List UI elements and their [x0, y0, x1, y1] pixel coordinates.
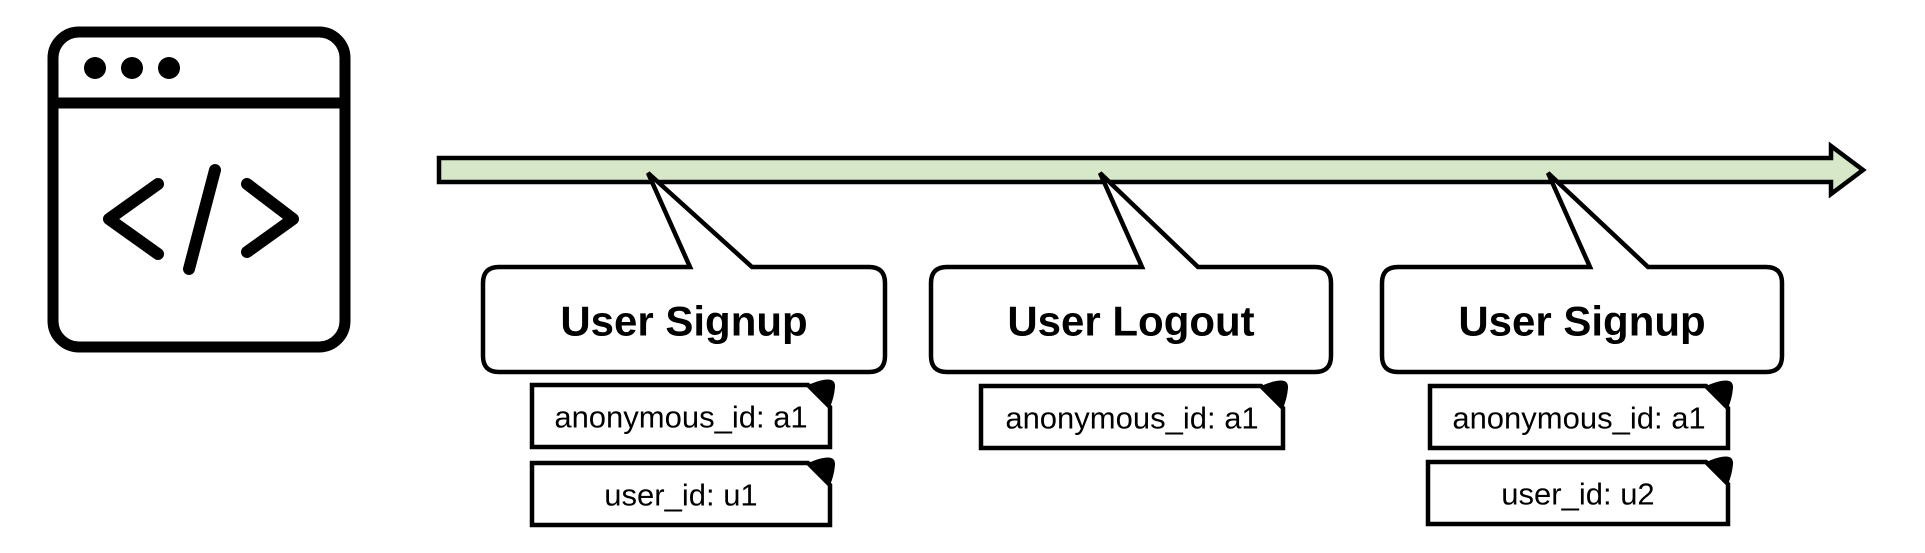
- note-fold-icon: [1261, 380, 1289, 408]
- event-callout-user-signup-1: User Signup: [480, 171, 888, 375]
- event-label: User Signup: [1458, 298, 1705, 345]
- note-fold-icon: [1706, 380, 1734, 408]
- slash-icon: [183, 164, 221, 275]
- angle-right-icon: [241, 178, 299, 258]
- timeline-arrow: [436, 141, 1867, 199]
- note-shape: [1427, 383, 1731, 451]
- event-callout-bubble: [480, 171, 888, 375]
- event-label: User Signup: [560, 298, 807, 345]
- attribute-note-highlighted: anonymous_id: a1: [1427, 380, 1734, 451]
- note-fold-icon: [808, 457, 836, 485]
- note-label: user_id: u2: [1501, 477, 1654, 512]
- event-callout-user-signup-2: User Signup: [1379, 171, 1785, 375]
- attribute-note: anonymous_id: a1: [978, 380, 1289, 451]
- code-glyph-icon: [103, 164, 299, 275]
- note-fold-icon: [808, 379, 836, 407]
- note-label: anonymous_id: a1: [554, 400, 807, 435]
- window-dot-icon: [84, 57, 106, 79]
- note-shape: [529, 460, 833, 528]
- attribute-note: user_id: u1: [529, 457, 836, 528]
- note-shape: [1425, 459, 1731, 527]
- note-shape: [529, 382, 833, 450]
- attribute-note: user_id: u2: [1425, 456, 1734, 527]
- angle-left-icon: [103, 178, 164, 260]
- note-fold-icon: [1706, 456, 1734, 484]
- attribute-note: anonymous_id: a1: [529, 379, 836, 450]
- code-browser-window-icon: [47, 26, 351, 353]
- note-shape: [978, 383, 1286, 451]
- note-label: user_id: u1: [604, 478, 757, 513]
- browser-window-frame: [47, 26, 351, 353]
- event-callout-bubble: [1379, 171, 1785, 375]
- note-label: anonymous_id: a1: [1005, 401, 1258, 436]
- event-callout-bubble: [928, 171, 1334, 375]
- window-dot-icon: [158, 57, 180, 79]
- event-callout-user-logout: User Logout: [928, 171, 1334, 375]
- event-label: User Logout: [1007, 298, 1254, 345]
- window-dot-icon: [121, 57, 143, 79]
- note-label: anonymous_id: a1: [1452, 401, 1705, 436]
